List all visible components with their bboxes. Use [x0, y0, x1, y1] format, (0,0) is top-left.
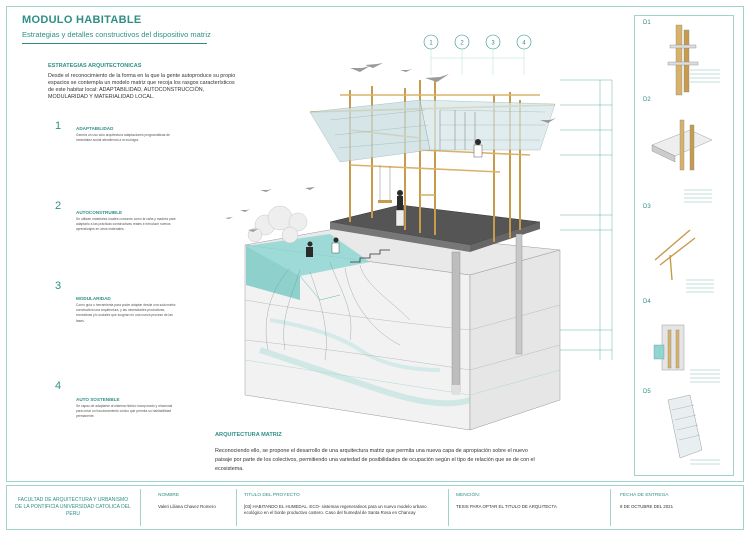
axis-label: 3	[491, 41, 495, 47]
detail-d5	[667, 394, 703, 459]
roots	[265, 261, 411, 361]
birds	[225, 63, 556, 232]
project-label: TITULO DEL PROYECTO	[244, 493, 300, 498]
detail-callouts	[684, 69, 720, 465]
mention-cell: MENCIÓN: TESIS PARA OPTAR EL TITULO DE A…	[456, 485, 606, 530]
axis-label: 4	[522, 41, 526, 47]
axis-label: 2	[460, 41, 464, 47]
hanging-elements	[378, 110, 476, 203]
strategy-number: 2	[55, 200, 62, 212]
page-subtitle: Estrategias y detalles constructivos del…	[22, 30, 211, 39]
strategy-title: AUTO SOSTENIBLE	[76, 397, 120, 402]
name-cell: NOMBRE Valeri Liliana Chavez Romero	[158, 485, 233, 530]
matrix-heading: ARQUITECTURA MATRIZ	[215, 432, 282, 438]
ground-block	[244, 227, 561, 431]
matrix-text: Reconociendo ello, se propone el desarro…	[215, 448, 535, 472]
title-rule	[22, 43, 207, 44]
roof-panels	[309, 99, 556, 163]
detail-label: D3	[643, 204, 651, 210]
name-label: NOMBRE	[158, 493, 180, 498]
mention-value: TESIS PARA OPTAR EL TITULO DE ARQUITECTA	[456, 504, 557, 509]
faculty-name: FACULTAD DE ARQUITECTURA Y URBANISMO DE …	[15, 497, 131, 517]
vegetation	[247, 205, 308, 244]
main-frame	[6, 6, 744, 482]
strategy-number: 3	[55, 280, 62, 292]
details-panel	[634, 15, 734, 476]
detail-label: D2	[643, 97, 651, 103]
strategy-title: ADAPTABILIDAD	[76, 126, 114, 131]
strategy-text: Genera un uso sólo arquitectura adaptaci…	[76, 133, 171, 143]
detail-label: D4	[643, 299, 651, 305]
date-cell: FECHA DE ENTREGA 8 DE OCTUBRE DEL 2021	[620, 485, 738, 530]
detail-d2	[651, 119, 713, 171]
axis-label: 1	[429, 41, 433, 47]
strategy-text: Como guía o herramienta para poder adapt…	[76, 303, 176, 323]
strategy-text: Se capaz de adaptarse al sistema hidrico…	[76, 404, 173, 419]
strategy-text: Se utilizan materiales locales comunes c…	[76, 217, 176, 232]
dimension-lines	[560, 79, 613, 360]
detail-d4	[653, 324, 685, 371]
strategies-intro: Desde el reconocimiento de la forma en l…	[48, 73, 236, 100]
strategy-title: MODULARIDAD	[76, 296, 111, 301]
detail-label: D1	[643, 20, 651, 26]
footer-divider	[140, 489, 141, 526]
piles	[451, 233, 523, 395]
detail-d3	[654, 229, 696, 281]
strategy-title: AUTOCONSTRUIBLE	[76, 210, 123, 215]
strategy-number: 4	[55, 380, 62, 392]
grid-axis-markers: 1 2 3 4	[423, 34, 532, 75]
detail-d1	[667, 24, 699, 96]
title-block	[6, 485, 744, 530]
strategies-heading: ESTRATEGIAS ARQUITECTONICAS	[48, 63, 142, 69]
page-title: MODULO HABITABLE	[22, 14, 142, 26]
mention-label: MENCIÓN:	[456, 493, 480, 498]
footer-divider	[448, 489, 449, 526]
strategy-number: 1	[55, 120, 62, 132]
footer-divider	[610, 489, 611, 526]
name-value: Valeri Liliana Chavez Romero	[158, 504, 216, 509]
project-value: [03] HABITANDO EL HUMEDAL. ECO- sistemas…	[244, 504, 427, 515]
project-cell: TITULO DEL PROYECTO [03] HABITANDO EL HU…	[244, 485, 444, 530]
footer-divider	[236, 489, 237, 526]
date-value: 8 DE OCTUBRE DEL 2021	[620, 504, 674, 509]
people	[306, 139, 483, 257]
date-label: FECHA DE ENTREGA	[620, 493, 669, 498]
detail-label: D5	[643, 389, 651, 395]
